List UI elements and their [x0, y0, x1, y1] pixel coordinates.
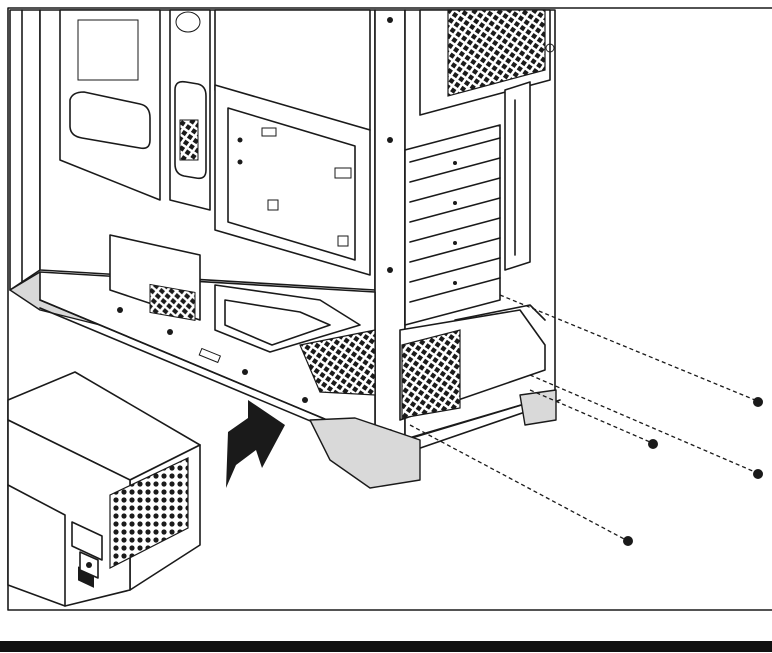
- pc-case: [9, 9, 561, 489]
- power-socket-icon: [71, 521, 103, 588]
- screw-guide-lines: [409, 294, 756, 541]
- screw-icon: [623, 536, 633, 546]
- expansion-slots: [404, 124, 501, 326]
- arrow-icon: [226, 400, 285, 488]
- screw-icon: [753, 469, 763, 479]
- screw-icon: [648, 439, 658, 449]
- fan-grille-icon: [109, 457, 189, 569]
- screw-icon: [753, 397, 763, 407]
- page-divider: [0, 641, 772, 652]
- power-supply-unit: [7, 371, 201, 607]
- figure-frame: [7, 7, 772, 611]
